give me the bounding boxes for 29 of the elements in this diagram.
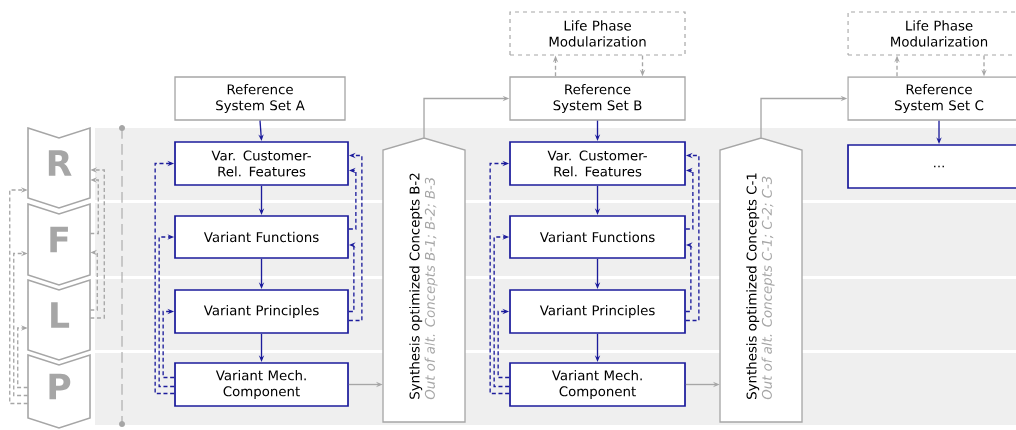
process-box: ... — [847, 144, 1016, 189]
arrow — [13, 250, 29, 397]
chevron-box: L — [27, 278, 91, 361]
arrow — [154, 160, 175, 395]
dashed-box: Life Phase Modularization — [847, 11, 1016, 56]
chevron-box: F — [27, 202, 91, 286]
process-box: Variant Mech. Component — [174, 362, 349, 407]
arrow — [9, 187, 29, 405]
synthesis-box: Synthesis optimized Concepts B-2 Out of alt. Concepts B-1; B-2; B-3 — [382, 137, 466, 423]
reference-box: Reference System Set A — [174, 76, 346, 121]
chevron-box: R — [27, 126, 91, 209]
process-box: Variant Functions — [174, 215, 349, 259]
process-box: Variant Functions — [509, 215, 686, 259]
arrow — [493, 234, 510, 388]
arrow — [158, 234, 175, 388]
process-box: Variant Principles — [174, 289, 349, 334]
arrow — [489, 160, 510, 395]
reference-box: Reference System Set C — [847, 76, 1016, 121]
process-box: Variant Mech. Component — [509, 362, 686, 407]
arrow — [162, 308, 175, 379]
process-box: Variant Principles — [509, 289, 686, 334]
process-box: Var. Customer-Rel. Features — [174, 141, 349, 186]
dashed-box: Life Phase Modularization — [509, 11, 686, 56]
synthesis-box: Synthesis optimized Concepts C-1 Out of alt. Concepts C-1; C-2; C-3 — [719, 137, 803, 423]
process-box: Var. Customer-Rel. Features — [509, 141, 686, 186]
chevron-box: P — [27, 353, 91, 429]
arrow — [497, 308, 510, 379]
reference-box: Reference System Set B — [509, 76, 686, 121]
arrow — [17, 325, 29, 389]
